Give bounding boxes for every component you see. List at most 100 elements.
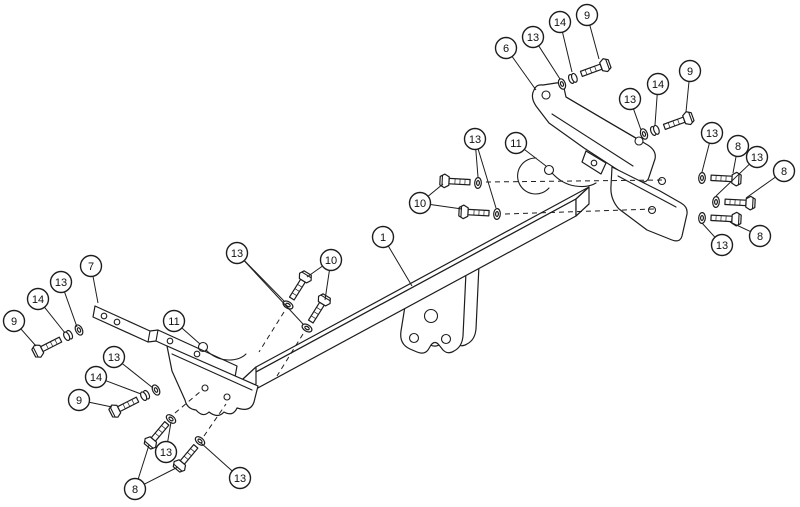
callout-circle (772, 159, 796, 183)
callout-circle (646, 72, 670, 96)
callout-circle (123, 477, 147, 501)
hitch-hole (423, 308, 439, 324)
callout-leader-line (144, 466, 179, 485)
callout-leader-line (430, 204, 463, 210)
callout-leader-line (511, 56, 537, 91)
callout-leader-line (745, 176, 776, 199)
callout-balloon-1: 1 (371, 225, 395, 249)
callout-number: 14 (554, 17, 566, 29)
bolt-hole (590, 159, 598, 167)
callout-number: 13 (234, 473, 246, 485)
callout-number: 11 (168, 316, 179, 328)
callout-layer: 6 13 14 9 13 14 9 13 8 13 8 13 8 11 13 10 1 13 10 7 13 14 9 11 1… (2, 3, 796, 501)
callout-leader-line (685, 81, 690, 113)
callout-circle (84, 365, 108, 389)
washer (473, 176, 483, 190)
callout-balloon-8: 8 (772, 159, 796, 183)
callout-balloon-13: 13 (49, 270, 73, 294)
callout-circle (228, 466, 252, 490)
callout-leader-line (715, 163, 750, 197)
callout-balloon-11: 11 (504, 131, 528, 155)
callout-circle (79, 254, 103, 278)
callout-circle (504, 131, 528, 155)
callout-leader-line (243, 260, 285, 302)
washer (711, 195, 721, 209)
bolt-hole (223, 393, 231, 401)
callout-number: 14 (652, 79, 664, 91)
callout-balloon-14: 14 (26, 287, 50, 311)
callout-balloon-9: 9 (67, 388, 91, 412)
callout-number: 13 (706, 128, 718, 140)
callout-number: 13 (751, 152, 763, 164)
callout-leader-line (92, 276, 99, 304)
callout-leader-line (243, 260, 304, 325)
callout-number: 6 (503, 43, 509, 55)
callout-balloon-13: 13 (463, 127, 487, 151)
callout-circle (710, 233, 734, 257)
callout-number: 9 (687, 66, 693, 78)
bolt-hole (113, 318, 121, 326)
callout-number: 13 (469, 134, 481, 146)
callout-number: 10 (325, 255, 337, 267)
callout-number: 1 (380, 232, 386, 244)
bolt-hole (647, 205, 657, 215)
callout-balloon-14: 14 (84, 365, 108, 389)
callout-number: 14 (90, 372, 102, 384)
washer (697, 171, 707, 185)
callout-balloon-8: 8 (748, 224, 772, 248)
callout-leader-line (64, 291, 78, 328)
callout-leader-line (137, 444, 150, 480)
washer (697, 211, 707, 225)
callout-number: 10 (414, 198, 426, 210)
bolt-hole (201, 384, 209, 392)
callout-leader-line (523, 149, 547, 167)
bolt-hole (193, 350, 201, 358)
callout-balloon-13: 13 (521, 25, 545, 49)
callout-number: 8 (781, 166, 787, 178)
bolt-hole (440, 333, 452, 345)
callout-circle (225, 241, 249, 265)
callout-number: 11 (510, 138, 521, 150)
callout-leader-line (181, 327, 201, 345)
callout-number: 13 (527, 32, 539, 44)
right-side-bracket (610, 166, 688, 242)
callout-balloon-8: 8 (123, 477, 147, 501)
callout-number: 9 (584, 10, 590, 22)
callout-balloon-9: 9 (678, 59, 702, 83)
callout-leader-line (387, 245, 413, 287)
callout-leader-line (633, 108, 642, 131)
bolt-hole (634, 136, 644, 146)
callout-leader-line (589, 24, 600, 60)
callout-circle (521, 25, 545, 49)
callout-leader-line (729, 221, 751, 233)
callout-balloon-13: 13 (745, 145, 769, 169)
callout-balloon-13: 13 (102, 345, 126, 369)
callout-circle (102, 345, 126, 369)
callout-circle (67, 388, 91, 412)
callout-leader-line (121, 363, 154, 389)
callout-number: 13 (231, 248, 243, 260)
callout-number: 14 (32, 294, 44, 306)
callout-balloon-11: 11 (162, 309, 186, 333)
bolt-hole (541, 90, 551, 100)
callout-number: 13 (108, 352, 120, 364)
callout-balloon-7: 7 (79, 254, 103, 278)
callout-balloon-10: 10 (408, 191, 432, 215)
callout-leader-line (538, 45, 561, 80)
callout-balloon-14: 14 (548, 10, 572, 34)
callout-circle (700, 121, 724, 145)
callout-number: 13 (624, 94, 636, 106)
callout-balloon-13: 13 (225, 241, 249, 265)
callout-number: 13 (55, 277, 67, 289)
callout-leader-line (105, 380, 142, 395)
callout-leader-line (44, 306, 66, 334)
callout-leader-line (562, 32, 573, 73)
callout-leader-line (477, 148, 497, 209)
bolt-hole (100, 312, 108, 320)
callout-circle (463, 127, 487, 151)
callout-balloon-9: 9 (2, 309, 26, 333)
right-upper-bracket (517, 82, 656, 195)
